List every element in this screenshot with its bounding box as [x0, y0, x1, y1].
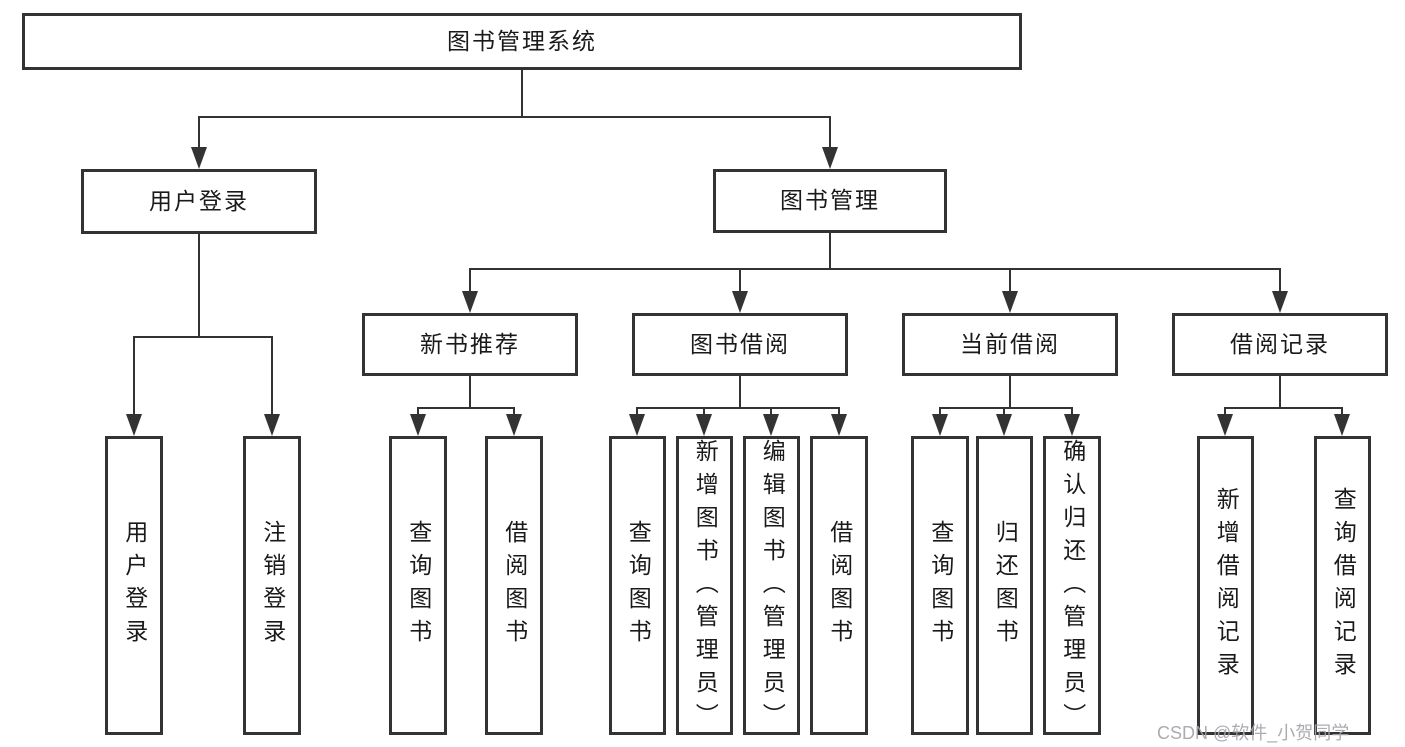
connector-book-management-horizontal [469, 268, 1281, 270]
node-leaf-cur-return-book: 归还图书 [976, 436, 1033, 735]
arrowhead-down-icon [410, 414, 426, 436]
connector-borrow-horizontal [636, 407, 840, 409]
arrowhead-down-icon [831, 414, 847, 436]
connector-borrow-stem [739, 376, 741, 409]
node-leaf-rec-query-book: 查询图书 [389, 436, 447, 735]
arrowhead-down-icon [629, 414, 645, 436]
connector-current-stem [1009, 376, 1011, 409]
node-new-book-recommend: 新书推荐 [362, 313, 578, 376]
csdn-watermark: CSDN @软件_小贺同学 [1157, 723, 1350, 743]
node-borrow-record: 借阅记录 [1172, 313, 1388, 376]
connector-stem-rcd-add [1224, 407, 1226, 419]
connector-stem-bor-edit [770, 407, 772, 419]
node-leaf-cur-query-book: 查询图书 [911, 436, 969, 735]
node-root-library-system: 图书管理系统 [22, 13, 1022, 70]
connector-stem-cur-confirm [1071, 407, 1073, 419]
arrowhead-down-icon [506, 414, 522, 436]
node-leaf-rcd-query-record: 查询借阅记录 [1314, 436, 1371, 735]
node-leaf-bor-borrow-book: 借阅图书 [810, 436, 868, 735]
connector-stem-cur-return [1003, 407, 1005, 419]
connector-record-stem [1279, 376, 1281, 409]
connector-record-horizontal [1224, 407, 1343, 409]
arrowhead-down-icon [462, 291, 478, 313]
connector-user-login-stem [198, 233, 200, 338]
connector-stem-rec-borrow [513, 407, 515, 419]
connector-stem-borrow [739, 268, 741, 295]
connector-book-management-stem [829, 232, 831, 270]
node-leaf-user-login: 用户登录 [105, 436, 163, 735]
arrowhead-down-icon [822, 147, 838, 169]
connector-stem-rec-query [417, 407, 419, 419]
connector-stem-leaf-login [133, 336, 135, 418]
arrowhead-down-icon [1272, 291, 1288, 313]
connector-root-horizontal [198, 116, 831, 118]
node-leaf-bor-query-book: 查询图书 [609, 436, 666, 735]
connector-recommend-horizontal [417, 407, 515, 409]
arrowhead-down-icon [763, 414, 779, 436]
node-current-borrow: 当前借阅 [902, 313, 1118, 376]
connector-current-horizontal [939, 407, 1073, 409]
arrowhead-down-icon [1334, 414, 1350, 436]
arrowhead-down-icon [1064, 414, 1080, 436]
arrowhead-down-icon [996, 414, 1012, 436]
node-leaf-rec-borrow-book: 借阅图书 [485, 436, 543, 735]
connector-recommend-stem [469, 376, 471, 409]
node-leaf-cur-confirm-return: 确认归还（管理员） [1043, 436, 1101, 736]
node-leaf-logout: 注销登录 [243, 436, 301, 735]
arrowhead-down-icon [191, 147, 207, 169]
connector-stem-recommend [469, 268, 471, 295]
connector-stem-bor-add [703, 407, 705, 419]
connector-root-stem [521, 69, 523, 117]
node-leaf-bor-edit-book: 编辑图书（管理员） [743, 436, 800, 736]
connector-stem-leaf-logout [271, 336, 273, 418]
connector-stem-book-management [829, 116, 831, 152]
connector-stem-bor-query [636, 407, 638, 419]
connector-user-login-horizontal [133, 336, 273, 338]
arrowhead-down-icon [732, 291, 748, 313]
connector-stem-bor-borrow [838, 407, 840, 419]
arrowhead-down-icon [126, 414, 142, 436]
arrowhead-down-icon [1217, 414, 1233, 436]
node-book-borrow: 图书借阅 [632, 313, 848, 376]
connector-stem-cur-query [939, 407, 941, 419]
node-book-management: 图书管理 [713, 169, 947, 233]
node-leaf-bor-add-book: 新增图书（管理员） [676, 436, 733, 736]
arrowhead-down-icon [264, 414, 280, 436]
connector-stem-rcd-query [1341, 407, 1343, 419]
arrowhead-down-icon [932, 414, 948, 436]
arrowhead-down-icon [696, 414, 712, 436]
connector-stem-user-login [198, 116, 200, 152]
node-user-login: 用户登录 [81, 169, 317, 234]
arrowhead-down-icon [1002, 291, 1018, 313]
connector-stem-current [1009, 268, 1011, 295]
node-leaf-rcd-add-record: 新增借阅记录 [1197, 436, 1254, 735]
connector-stem-record [1279, 268, 1281, 295]
